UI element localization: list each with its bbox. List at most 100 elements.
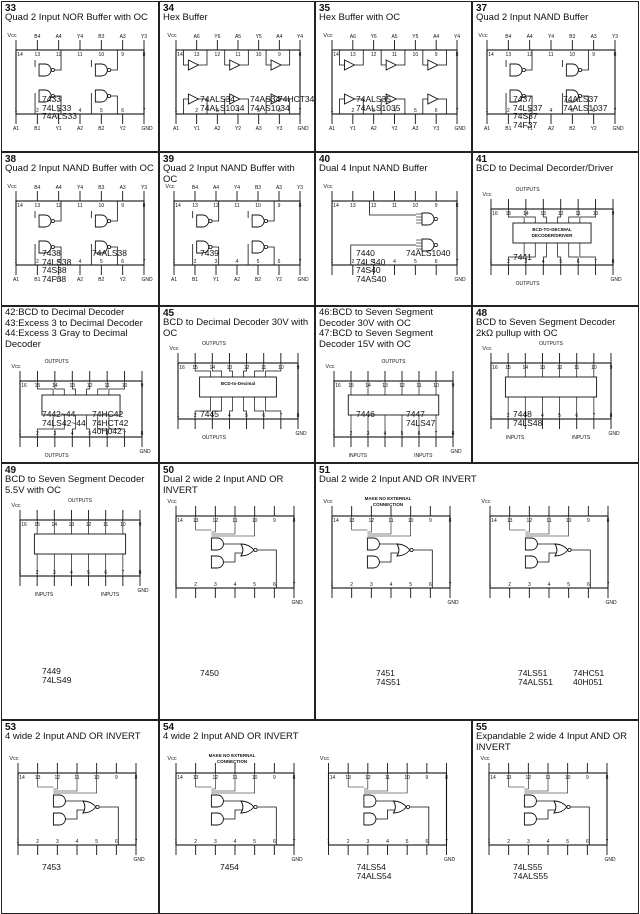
top-pin-number: 9 bbox=[429, 518, 432, 524]
top-pin-label: A6 bbox=[194, 34, 200, 40]
vcc-label: Vcc bbox=[323, 499, 332, 505]
bottom-pin-number: 8 bbox=[610, 413, 613, 419]
wire bbox=[192, 244, 220, 265]
wire bbox=[71, 415, 76, 437]
bottom-pin-number: 2 bbox=[194, 839, 197, 845]
wire bbox=[65, 800, 119, 845]
bottom-pin-number: 3 bbox=[366, 839, 369, 845]
top-pin-number: 12 bbox=[371, 52, 377, 58]
top-pin-number: 10 bbox=[255, 203, 261, 209]
gnd-label: GND bbox=[291, 857, 303, 863]
ic-title: Quad 2 Input NAND Buffer bbox=[476, 12, 589, 23]
wire bbox=[90, 93, 118, 114]
top-pin-label: A4 bbox=[56, 34, 62, 40]
bottom-pin-number: 3 bbox=[372, 259, 375, 265]
top-pin-label: A3 bbox=[120, 185, 126, 191]
ic-number: 49 bbox=[5, 465, 17, 476]
ic-title: 4 wide 2 Input AND OR INVERT bbox=[163, 731, 299, 742]
wire bbox=[183, 50, 208, 66]
wire bbox=[536, 800, 590, 845]
bottom-pin-number: 1 bbox=[175, 108, 178, 114]
gnd-label: GND bbox=[454, 277, 466, 283]
wire bbox=[505, 93, 533, 114]
bottom-pin-label: Y3 bbox=[433, 126, 439, 132]
wire bbox=[367, 516, 411, 537]
part-numbers: 74LS55 74ALS55 bbox=[513, 862, 548, 881]
wire bbox=[223, 800, 277, 845]
ic-title: Dual 2 wide 2 Input AND OR INVERT bbox=[319, 474, 477, 485]
and-gate-symbol bbox=[210, 537, 224, 551]
bottom-pin-number: 6 bbox=[278, 108, 281, 114]
nand-gate-symbol bbox=[421, 238, 438, 252]
bottom-pin-label: B1 bbox=[505, 126, 511, 132]
ic-pinout-diagram: 141A1132A6Y1123Y6A2114A5Y2105Y5A396A4Y38… bbox=[167, 33, 309, 132]
wire bbox=[508, 773, 525, 788]
bottom-pin-number: 7 bbox=[299, 259, 302, 265]
bottom-pin-number: 5 bbox=[95, 839, 98, 845]
bottom-pin-number: 7 bbox=[456, 108, 459, 114]
top-pin-number: 14 bbox=[177, 52, 183, 58]
part-numbers: 7438 74LS38 74S38 74F38 bbox=[42, 248, 72, 285]
vcc-label: Vcc bbox=[11, 364, 20, 370]
ic-cell-group-8: 42:BCD to Decimal Decoder 43:Excess 3 to… bbox=[1, 306, 159, 463]
bottom-pin-number: 1 bbox=[488, 839, 491, 845]
wire bbox=[53, 773, 58, 790]
bottom-pin-number: 3 bbox=[372, 108, 375, 114]
vcc-label: Vcc bbox=[7, 33, 16, 39]
ic-title: Dual 4 Input NAND Buffer bbox=[319, 163, 428, 174]
wire bbox=[54, 415, 65, 437]
part-numbers-alt2: 74HC51 40H051 bbox=[573, 668, 605, 687]
bottom-pin-number: 8 bbox=[297, 413, 300, 419]
decoder-block-label: BCD-TO-DECIMAL bbox=[532, 227, 572, 232]
wire bbox=[542, 209, 547, 223]
top-pin-number: 9 bbox=[278, 52, 281, 58]
bottom-pin-number: 5 bbox=[571, 108, 574, 114]
part-numbers: 7440 74LS40 74S40 74AS40 bbox=[356, 248, 387, 285]
wire bbox=[211, 773, 255, 794]
top-pin-number: 11 bbox=[392, 52, 397, 58]
wire bbox=[525, 516, 530, 533]
ic-number: 37 bbox=[476, 3, 488, 14]
vcc-label: Vcc bbox=[478, 33, 487, 39]
bottom-pin-number: 7 bbox=[135, 839, 138, 845]
bottom-pin-number: 1 bbox=[489, 582, 492, 588]
ic-number: 41 bbox=[476, 154, 488, 165]
wire bbox=[53, 773, 78, 792]
bottom-pin-number: 1 bbox=[19, 431, 22, 437]
wire bbox=[211, 516, 236, 535]
bottom-pin-number: 1 bbox=[173, 259, 176, 265]
outputs-label: OUTPUTS bbox=[516, 281, 541, 287]
wire bbox=[97, 415, 108, 437]
ic-pinout-diagram: 16115214313412511610798VccGNDOUTPUTSINPU… bbox=[11, 498, 149, 598]
wire bbox=[211, 363, 222, 377]
part-numbers-alt2: 74HCT34 bbox=[278, 94, 315, 104]
bottom-pin-number: 7 bbox=[607, 582, 610, 588]
and-gate-symbol bbox=[363, 794, 377, 808]
wire bbox=[243, 397, 247, 419]
top-pin-label: Y4 bbox=[77, 185, 83, 191]
ic-pinout-diagram: 1411321231141059687VccGND141132123114105… bbox=[167, 753, 455, 863]
ic-title: Quad 2 Input NAND Buffer with OC bbox=[163, 163, 295, 185]
bottom-pin-number: 8 bbox=[141, 431, 144, 437]
chip-outline bbox=[333, 380, 454, 438]
top-pin-number: 9 bbox=[435, 203, 438, 209]
wire bbox=[229, 397, 233, 419]
vcc-label: Vcc bbox=[320, 756, 329, 762]
bottom-pin-number: 3 bbox=[370, 582, 373, 588]
gnd-label: GND bbox=[605, 600, 617, 606]
wire bbox=[525, 243, 536, 265]
ic-title: 4 wide 2 Input AND OR INVERT bbox=[5, 731, 141, 742]
outputs-label: OUTPUTS bbox=[202, 435, 227, 441]
wire bbox=[265, 98, 291, 114]
wire bbox=[367, 516, 392, 535]
top-pin-number: 14 bbox=[17, 203, 23, 209]
wire bbox=[243, 363, 247, 377]
bottom-pin-number: 3 bbox=[214, 582, 217, 588]
top-pin-number: 8 bbox=[143, 52, 146, 58]
